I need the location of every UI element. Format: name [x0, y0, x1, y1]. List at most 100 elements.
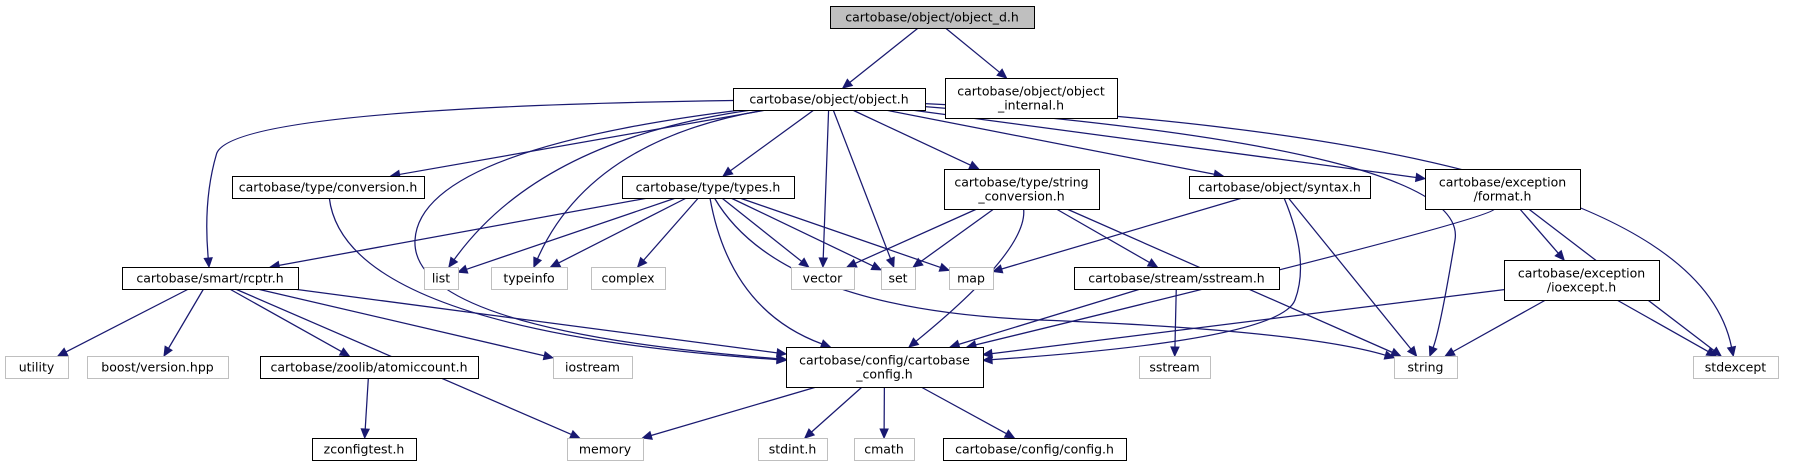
node-label: map — [957, 271, 985, 286]
edge-syntax-to-cartobase_config — [981, 197, 1302, 365]
node-zconfigtest[interactable]: zconfigtest.h — [312, 438, 417, 461]
edge-rcptr-to-atomiccount — [229, 288, 351, 357]
node-complex: complex — [591, 267, 666, 290]
node-list: list — [424, 267, 459, 290]
edge-object-to-set — [832, 109, 895, 269]
edge-object-to-syntax — [885, 109, 1225, 179]
edge-rcptr-to-iostream — [257, 288, 555, 361]
node-label: memory — [579, 442, 632, 457]
node-map: map — [949, 267, 994, 290]
edge-ioexcept-to-cartobase_config — [981, 289, 1505, 359]
node-boost_version: boost/version.hpp — [87, 356, 229, 379]
node-label: set — [888, 271, 907, 286]
node-stdexcept: stdexcept — [1693, 356, 1779, 379]
node-label: cartobase/config/config.h — [955, 442, 1114, 457]
nodes-layer: cartobase/object/object_d.h cartobase/obj… — [5, 6, 1779, 461]
edge-cartobase_config-to-memory — [641, 386, 817, 440]
node-label: string — [1408, 360, 1444, 375]
edge-object_d-to-object_internal — [945, 27, 1008, 79]
node-string: string — [1394, 356, 1458, 379]
edge-object-to-conversion — [389, 109, 767, 180]
node-label: cartobase/object/object.h — [749, 92, 908, 107]
node-label: complex — [602, 271, 655, 286]
node-label: utility — [19, 360, 55, 375]
edge-rcptr-to-boost_version — [163, 288, 205, 358]
edge-object-to-list — [448, 109, 752, 269]
node-iostream: iostream — [553, 356, 633, 379]
edge-rcptr-to-utility — [56, 288, 189, 357]
node-ioexcept[interactable]: cartobase/exception/ioexcept.h — [1504, 260, 1660, 301]
node-label: cartobase/object/object_d.h — [845, 10, 1019, 25]
node-syntax[interactable]: cartobase/object/syntax.h — [1189, 176, 1371, 199]
node-types[interactable]: cartobase/type/types.h — [622, 176, 795, 199]
node-label: cartobase/smart/rcptr.h — [136, 271, 283, 286]
edge-ioexcept-to-stdexcept — [1616, 299, 1718, 357]
node-label: stdexcept — [1705, 360, 1766, 375]
node-label: /format.h — [1474, 189, 1532, 204]
node-label: _conversion.h — [977, 189, 1064, 204]
edge-atomiccount-to-zconfigtest — [360, 377, 371, 440]
node-label: list — [432, 271, 450, 286]
edge-format-to-cartobase_config — [965, 208, 1496, 350]
edge-ioexcept-to-string — [1444, 299, 1546, 357]
node-label: /ioexcept.h — [1547, 280, 1616, 295]
edge-types-to-list — [456, 197, 676, 274]
node-object[interactable]: cartobase/object/object.h — [733, 88, 926, 111]
edge-types-to-complex — [636, 197, 699, 268]
node-label: cmath — [864, 442, 904, 457]
edge-object-to-typeinfo — [533, 109, 765, 269]
node-sstream_h[interactable]: cartobase/stream/sstream.h — [1074, 267, 1280, 290]
edge-object-to-vector — [818, 109, 830, 269]
edge-types-to-map — [739, 197, 951, 272]
edge-format-to-ioexcept — [1519, 208, 1565, 261]
node-config[interactable]: cartobase/config/config.h — [943, 438, 1127, 461]
node-label: cartobase/type/string — [954, 175, 1088, 190]
node-label: cartobase/exception — [1439, 175, 1566, 190]
edge-object-to-types — [722, 109, 815, 177]
node-set: set — [881, 267, 916, 290]
node-stdint: stdint.h — [758, 438, 828, 461]
node-label: cartobase/object/object — [957, 84, 1105, 99]
node-rcptr[interactable]: cartobase/smart/rcptr.h — [122, 267, 299, 290]
edge-cartobase_config-to-config — [920, 386, 1016, 439]
edge-object-to-rcptr — [203, 99, 734, 269]
node-cartobase_config[interactable]: cartobase/config/cartobase_config.h — [786, 347, 984, 388]
edge-string_conv-to-set — [912, 208, 995, 268]
edge-object-to-format — [911, 109, 1427, 183]
node-label: typeinfo — [503, 271, 554, 286]
edge-object_d-to-object — [841, 27, 919, 89]
node-label: cartobase/exception — [1518, 266, 1645, 281]
edge-rcptr-to-cartobase_config — [293, 288, 788, 358]
node-label: cartobase/stream/sstream.h — [1088, 271, 1264, 286]
edge-string_conv-to-sstream_h — [1056, 208, 1159, 268]
node-label: _internal.h — [997, 98, 1064, 113]
node-label: stdint.h — [769, 442, 817, 457]
node-typeinfo: typeinfo — [491, 267, 568, 290]
node-cmath: cmath — [854, 438, 915, 461]
edge-conversion-to-cartobase_config — [328, 197, 788, 365]
node-label: cartobase/type/types.h — [636, 180, 781, 195]
edge-cartobase_config-to-stdint — [803, 386, 863, 439]
node-label: cartobase/config/cartobase — [799, 353, 970, 368]
edge-syntax-to-map — [991, 197, 1243, 274]
edge-types-to-rcptr — [268, 197, 648, 270]
node-string_conv[interactable]: cartobase/type/string_conversion.h — [944, 169, 1100, 210]
node-label: iostream — [565, 360, 620, 375]
edge-types-to-vector — [721, 197, 810, 268]
node-label: cartobase/type/conversion.h — [239, 180, 418, 195]
node-object_internal[interactable]: cartobase/object/object_internal.h — [945, 78, 1118, 119]
node-atomiccount[interactable]: cartobase/zoolib/atomiccount.h — [260, 356, 479, 379]
edge-sstream_h-to-sstream — [1170, 288, 1180, 358]
node-label: sstream — [1149, 360, 1199, 375]
node-vector: vector — [791, 267, 855, 290]
node-label: cartobase/object/syntax.h — [1198, 180, 1361, 195]
edge-object-to-cartobase_config — [414, 109, 788, 364]
node-label: vector — [803, 271, 844, 286]
edge-string_conv-to-cartobase_config — [908, 208, 1025, 348]
node-format[interactable]: cartobase/exception/format.h — [1425, 169, 1581, 210]
node-conversion[interactable]: cartobase/type/conversion.h — [232, 176, 425, 199]
node-label: _config.h — [855, 367, 912, 382]
edge-string_conv-to-vector — [845, 208, 978, 268]
node-memory: memory — [567, 438, 644, 461]
